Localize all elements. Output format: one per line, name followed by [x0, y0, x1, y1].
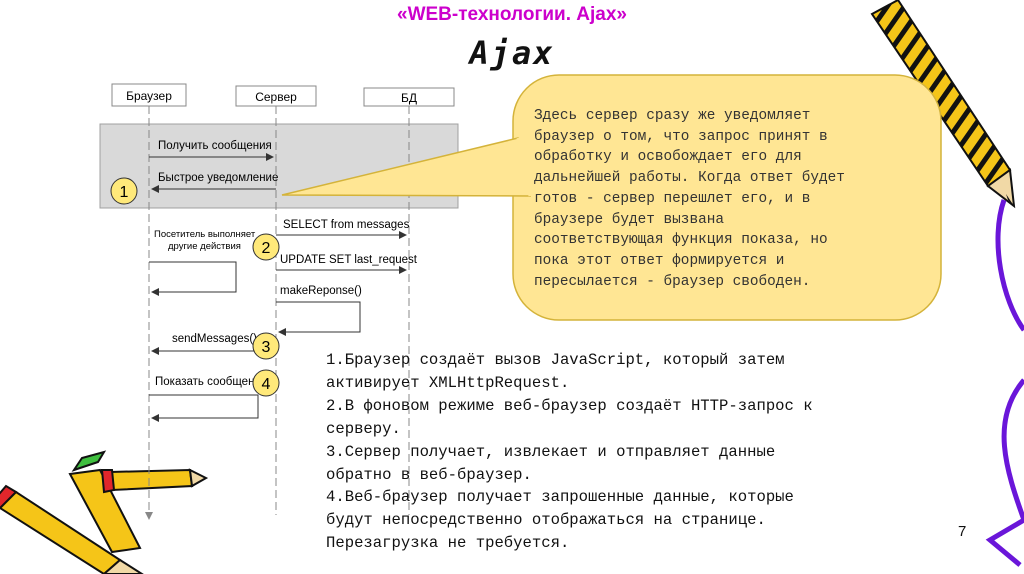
message-label: UPDATE SET last_request [280, 254, 418, 266]
steps-list: 1.Браузер создаёт вызов JavaScript, кото… [326, 349, 946, 555]
marker-2: 2 [253, 234, 279, 260]
message-label: Быстрое уведомление [158, 172, 278, 184]
message-label: другие действия [168, 241, 241, 252]
message-label: Показать сообщения [155, 376, 267, 388]
svg-text:1: 1 [120, 184, 129, 201]
marker-3: 3 [253, 333, 279, 359]
message-label: sendMessages() [172, 333, 257, 345]
lifeline-end-arrow [145, 512, 153, 520]
page-number: 7 [958, 523, 966, 540]
message-visitor-actions: Посетитель выполняет другие действия [149, 229, 256, 296]
step-item: 3.Сервер получает, извлекает и отправляе… [326, 441, 946, 487]
lifeline-label-server: Сервер [255, 90, 297, 104]
message-label: makeReponse() [280, 285, 362, 297]
step-item: 4.Веб-браузер получает запрошенные данны… [326, 486, 946, 555]
lifeline-label-browser: Браузер [126, 89, 172, 103]
message-label: Посетитель выполняет [154, 229, 256, 240]
message-show-messages: Показать сообщения [149, 376, 267, 422]
svg-text:4: 4 [262, 376, 271, 393]
svg-text:2: 2 [262, 240, 271, 257]
message-make-response: makeReponse() [276, 285, 362, 336]
marker-1: 1 [111, 178, 137, 204]
step-item: 1.Браузер создаёт вызов JavaScript, кото… [326, 349, 946, 395]
message-select: SELECT from messages [276, 219, 410, 239]
lifeline-label-db: БД [401, 91, 417, 105]
message-label: SELECT from messages [283, 219, 410, 231]
marker-4: 4 [253, 370, 279, 396]
svg-text:3: 3 [262, 339, 271, 356]
message-label: Получить сообщения [158, 140, 272, 152]
callout-text: Здесь сервер сразу же уведомляет браузер… [534, 106, 924, 292]
message-update: UPDATE SET last_request [276, 254, 418, 274]
step-item: 2.В фоновом режиме веб-браузер создаёт H… [326, 395, 946, 441]
